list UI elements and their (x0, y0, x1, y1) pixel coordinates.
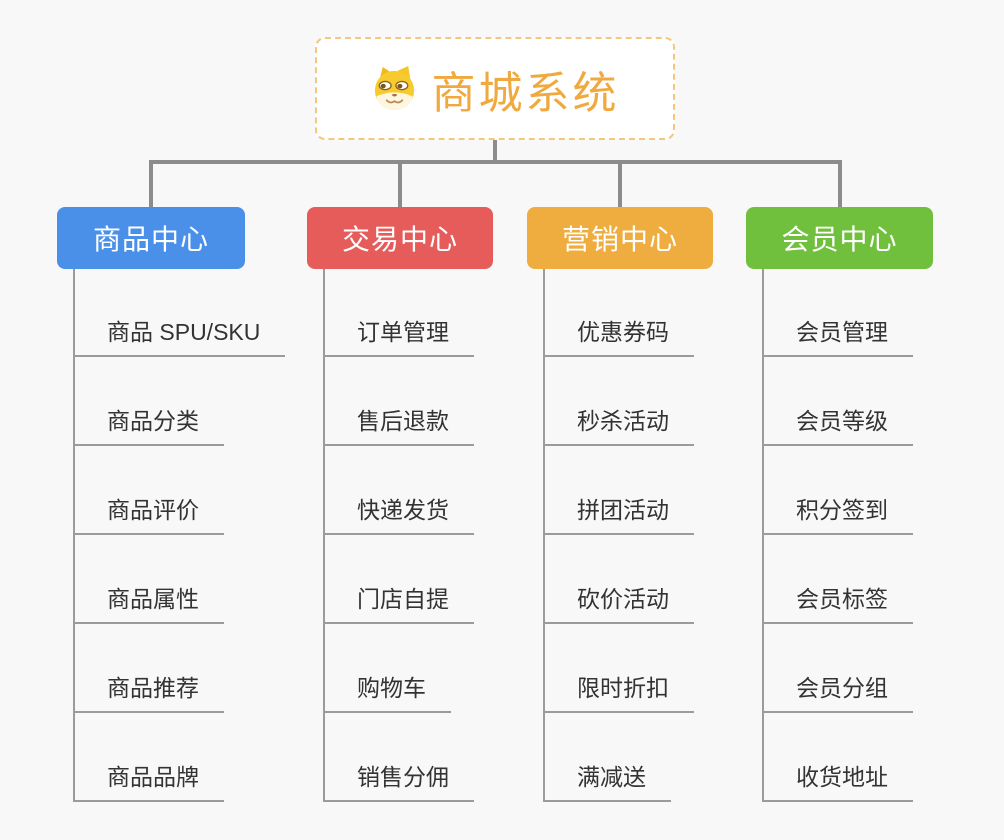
child-node[interactable]: 会员等级 (762, 407, 913, 446)
child-node[interactable]: 砍价活动 (543, 585, 694, 624)
child-node[interactable]: 商品推荐 (73, 674, 224, 713)
child-node[interactable]: 商品品牌 (73, 763, 224, 802)
child-node[interactable]: 秒杀活动 (543, 407, 694, 446)
root-node[interactable]: 商城系统 (315, 37, 675, 140)
child-node[interactable]: 会员管理 (762, 318, 913, 357)
child-node[interactable]: 拼团活动 (543, 496, 694, 535)
dog-face-icon (374, 65, 414, 111)
child-node[interactable]: 商品评价 (73, 496, 224, 535)
branch-bus-connector (149, 160, 842, 164)
child-node[interactable]: 会员分组 (762, 674, 913, 713)
branch-node[interactable]: 营销中心 (527, 207, 713, 269)
child-node[interactable]: 订单管理 (323, 318, 474, 357)
branch-member-center: 会员中心 会员管理 会员等级 积分签到 会员标签 会员分组 收货地址 (746, 207, 933, 802)
branch-trade-center: 交易中心 订单管理 售后退款 快递发货 门店自提 购物车 销售分佣 (307, 207, 493, 802)
root-title: 商城系统 (431, 68, 620, 118)
branch-node[interactable]: 商品中心 (57, 207, 245, 269)
branch-stem-connector (149, 160, 153, 207)
child-node[interactable]: 优惠券码 (543, 318, 694, 357)
child-node[interactable]: 门店自提 (323, 585, 474, 624)
branch-stem-connector (838, 160, 842, 207)
branch-stem-connector (398, 160, 402, 207)
branch-node[interactable]: 交易中心 (307, 207, 493, 269)
child-node[interactable]: 快递发货 (323, 496, 474, 535)
child-node[interactable]: 收货地址 (762, 763, 913, 802)
child-node[interactable]: 购物车 (323, 674, 451, 713)
branch-node[interactable]: 会员中心 (746, 207, 933, 269)
child-node[interactable]: 商品 SPU/SKU (73, 318, 286, 357)
branch-marketing-center: 营销中心 优惠券码 秒杀活动 拼团活动 砍价活动 限时折扣 满减送 (527, 207, 713, 802)
child-node[interactable]: 售后退款 (323, 407, 474, 446)
child-node[interactable]: 销售分佣 (323, 763, 474, 802)
branch-stem-connector (618, 160, 622, 207)
root-stem-connector (493, 140, 497, 162)
child-node[interactable]: 商品属性 (73, 585, 224, 624)
child-node[interactable]: 积分签到 (762, 496, 913, 535)
child-node[interactable]: 满减送 (543, 763, 671, 802)
child-node[interactable]: 商品分类 (73, 407, 224, 446)
child-node[interactable]: 限时折扣 (543, 674, 694, 713)
child-node[interactable]: 会员标签 (762, 585, 913, 624)
branch-product-center: 商品中心 商品 SPU/SKU 商品分类 商品评价 商品属性 商品推荐 商品品牌 (57, 207, 286, 802)
